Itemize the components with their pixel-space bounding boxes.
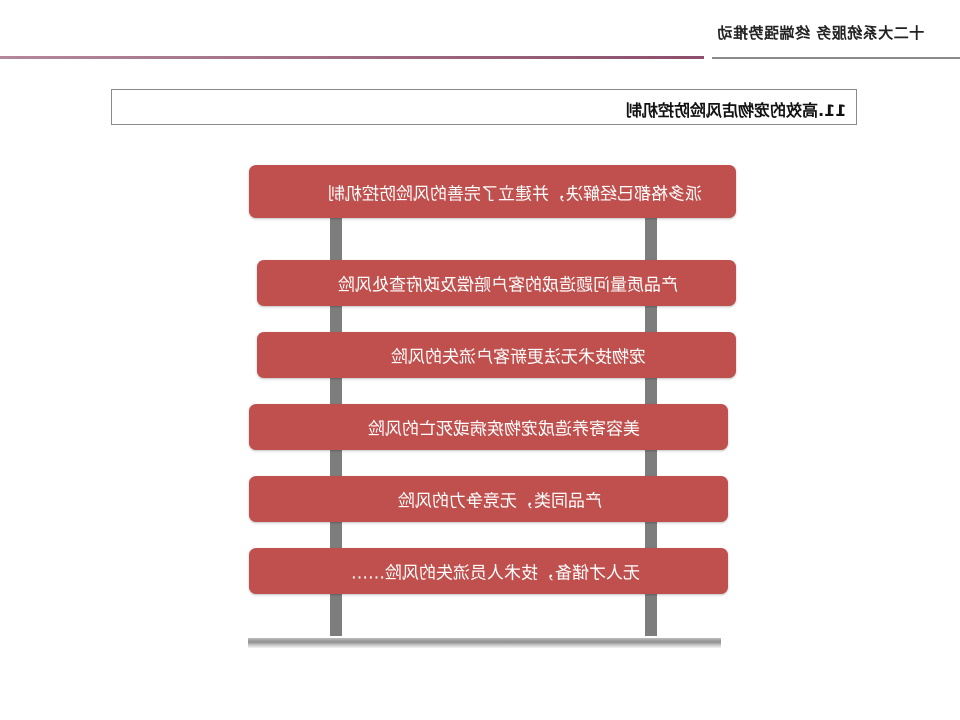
rung-label: 宠物技术无法更新客户流失的风险 [391, 347, 646, 368]
ladder-rung-4: 美容寄养造成宠物疾病或死亡的风险 [249, 404, 728, 450]
header-divider-gray [712, 57, 960, 59]
rung-label: 美容寄养造成宠物疾病或死亡的风险 [368, 419, 640, 440]
rung-label: 派多格都已经解决，并建立了完善的风险防控机制 [328, 184, 702, 204]
ladder-rung-3: 宠物技术无法更新客户流失的风险 [257, 332, 736, 378]
title-box: 11.高效的宠物店风险防控机制 [111, 89, 857, 125]
ladder-rung-2: 产品质量问题造成的客户赔偿及政府查处风险 [257, 260, 736, 306]
ladder-rung-6: 无人才储备，技术人员流失的风险…… [249, 548, 728, 594]
header-divider-accent [0, 56, 704, 59]
rung-label: 产品质量问题造成的客户赔偿及政府查处风险 [338, 275, 678, 296]
ladder-rung-1: 派多格都已经解决，并建立了完善的风险防控机制 [249, 165, 736, 218]
header-slogan: 十二大系统服务 终端强势推动 [716, 24, 924, 42]
ladder-rung-5: 产品同类，无竞争力的风险 [249, 476, 728, 522]
rung-label: 产品同类，无竞争力的风险 [398, 491, 602, 512]
slide-title: 11.高效的宠物店风险防控机制 [625, 101, 846, 120]
ladder-base [248, 638, 721, 648]
rung-label: 无人才储备，技术人员流失的风险…… [351, 563, 640, 584]
